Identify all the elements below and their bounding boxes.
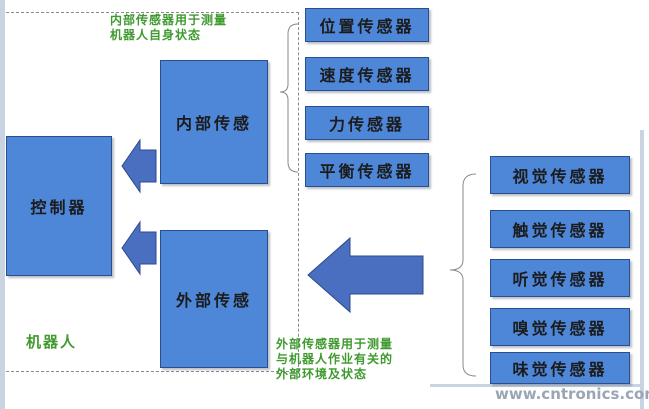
watermark: www.cntronics.com [495,385,649,403]
arrow-internal-to-controller [121,138,157,194]
external-note: 外部传感器用于测量 与机器人作业有关的 外部环境及状态 [276,337,393,382]
internal-sensor-box: 平衡传感器 [305,153,429,187]
external-sensor-label: 视觉传感器 [512,167,608,186]
external-sensor-box: 味觉传感器 [490,352,630,384]
left-frame-bar [0,0,5,409]
internal-sensor-label: 平衡传感器 [319,162,415,181]
internal-sensing-label: 内部传感 [175,114,252,133]
external-sensor-box: 嗅觉传感器 [490,308,630,346]
internal-note: 内部传感器用于测量 机器人自身状态 [110,13,227,43]
internal-sensor-label: 位置传感器 [319,17,415,36]
external-sensors-bracket [449,173,477,377]
robot-boundary [6,12,299,372]
internal-sensing-box: 内部传感 [160,60,268,184]
internal-sensor-label: 速度传感器 [319,66,415,85]
internal-sensor-box: 速度传感器 [305,57,429,91]
external-note-line-3: 外部环境及状态 [276,367,368,381]
external-sensor-box: 触觉传感器 [490,210,630,248]
internal-sensor-label: 力传感器 [328,115,405,134]
external-sensing-box: 外部传感 [160,230,268,368]
controller-box: 控制器 [6,136,112,276]
arrow-external-to-controller [121,220,157,276]
internal-sensors-bracket [279,23,299,173]
bottom-frame-bar [430,384,644,387]
external-sensor-label: 听觉传感器 [512,270,608,289]
external-sensor-label: 嗅觉传感器 [512,319,608,338]
external-sensing-label: 外部传感 [175,291,252,310]
external-note-line-1: 外部传感器用于测量 [276,337,394,351]
internal-note-line-1: 内部传感器用于测量 [110,13,228,27]
arrow-environment-to-external [307,236,424,314]
external-sensor-box: 视觉传感器 [490,156,630,194]
right-frame-bar [640,130,644,409]
external-sensor-label: 味觉传感器 [512,360,608,379]
controller-label: 控制器 [30,198,88,217]
internal-sensor-box: 力传感器 [305,106,429,140]
external-sensor-label: 触觉传感器 [512,221,608,240]
external-sensor-box: 听觉传感器 [490,259,630,297]
external-note-line-2: 与机器人作业有关的 [276,352,394,366]
internal-note-line-2: 机器人自身状态 [110,28,202,42]
internal-sensor-box: 位置传感器 [305,8,429,42]
robot-label: 机器人 [26,333,78,351]
